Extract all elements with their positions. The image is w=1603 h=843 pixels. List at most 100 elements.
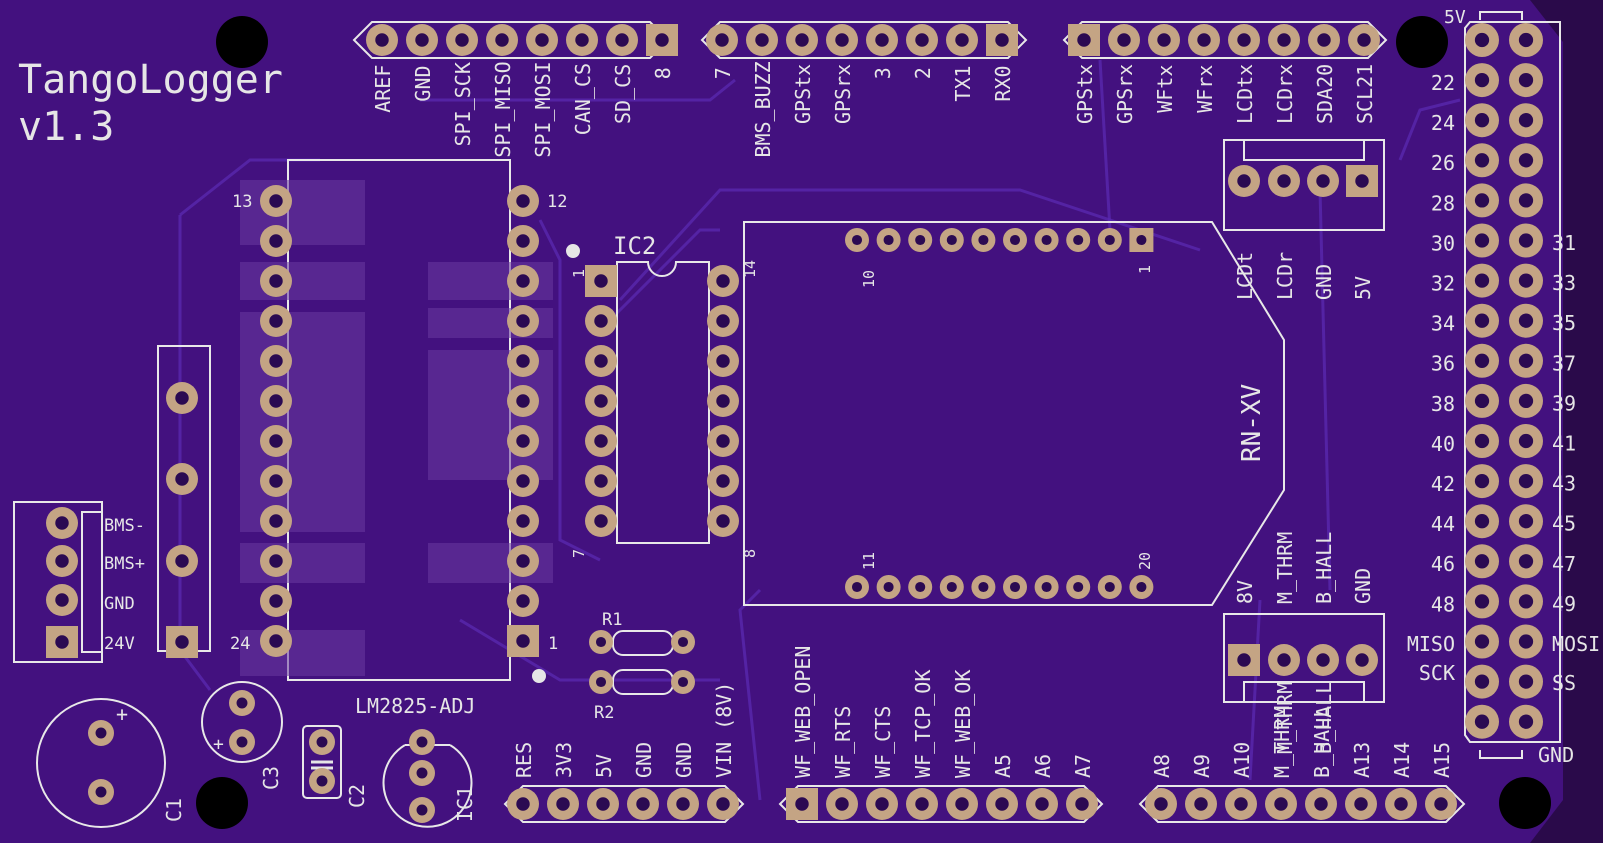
rn-xv-pin — [1034, 228, 1059, 252]
pin1-dot — [532, 669, 546, 683]
rn-xv-pin — [1129, 228, 1154, 252]
power-header-pin — [627, 788, 659, 820]
pad-hole — [1518, 153, 1534, 168]
pad-hole — [516, 434, 530, 448]
ic2-pin — [585, 465, 617, 497]
right-header-pin — [1509, 343, 1543, 378]
rn-xv-pin — [971, 228, 996, 252]
right-header-pin — [1465, 63, 1499, 98]
pad-hole — [416, 804, 428, 816]
pad-hole — [1474, 72, 1490, 88]
pad-hole — [236, 697, 248, 709]
analog-a-label: A7 — [1071, 754, 1095, 778]
pad-hole — [535, 33, 549, 47]
ic1-pin — [409, 797, 435, 823]
ic2-pin — [585, 345, 617, 377]
pad-hole — [416, 736, 428, 748]
header-pin — [1068, 24, 1100, 56]
pin1-dot — [566, 244, 580, 258]
lm2825-pin — [260, 625, 292, 657]
bms-pin — [46, 545, 78, 577]
pad-hole — [883, 234, 894, 246]
right-header-left-label: 34 — [1431, 312, 1455, 336]
right-header-left-label: SCK — [1419, 661, 1455, 685]
c3-name: C3 — [259, 766, 283, 790]
analog-a-pin — [786, 788, 818, 820]
board-version: v1.3 — [18, 104, 114, 150]
lm2825-pin — [260, 345, 292, 377]
analog-b-label: A10 — [1230, 742, 1254, 778]
analog-b-label: A15 — [1430, 742, 1454, 778]
pad-hole — [795, 33, 809, 47]
right-header-pin — [1465, 343, 1499, 378]
power-header-label: 3V3 — [552, 742, 576, 778]
pad-hole — [1474, 473, 1490, 489]
right-header-outline — [1464, 21, 1561, 743]
pad-hole — [1194, 797, 1208, 811]
right-header-pin — [1465, 143, 1499, 178]
pad-hole — [883, 581, 894, 593]
header-pin — [1348, 24, 1380, 56]
right-header-left-label: 46 — [1431, 552, 1455, 576]
pad-hole — [516, 514, 530, 528]
pad-hole — [1474, 714, 1490, 729]
pad-hole — [655, 33, 669, 47]
rn-xv-pin — [845, 228, 869, 252]
analog-a-label: WF_RTS — [831, 706, 855, 778]
analog-b-pin — [1185, 788, 1217, 820]
rn-xv-pin — [1003, 575, 1027, 599]
header-pin — [786, 24, 818, 56]
rn-xv-pin — [876, 228, 901, 252]
pad-hole — [175, 554, 189, 568]
lm2825-pin — [507, 265, 539, 297]
right-header-pin — [1465, 704, 1499, 739]
pad-hole — [636, 797, 650, 811]
top-header-left-outline — [352, 21, 670, 59]
c1-pin — [88, 720, 114, 746]
pad-hole — [946, 234, 957, 246]
analog-b-label: A8 — [1150, 754, 1174, 778]
rn-xv-pin — [1003, 228, 1027, 252]
lm2825-pin — [260, 265, 292, 297]
pad-hole — [1357, 33, 1371, 47]
pad-hole — [1154, 797, 1168, 811]
analog-b-pin — [1345, 788, 1377, 820]
pad-hole — [1518, 393, 1534, 409]
power-header-pin — [667, 788, 699, 820]
header-pin — [366, 24, 398, 56]
pad-hole — [1518, 473, 1534, 489]
inductor-pin — [166, 463, 198, 495]
right-header-left-label: MISO — [1407, 632, 1455, 656]
board-title: TangoLogger — [18, 57, 283, 103]
sensor-pin — [1228, 644, 1260, 676]
header-pin — [706, 24, 738, 56]
analog-a-pin — [946, 788, 978, 820]
ic2-pin — [585, 425, 617, 457]
c3-outline — [201, 681, 283, 763]
header-pin-label: BMS_BUZZ — [751, 61, 775, 157]
pad-hole — [1073, 581, 1084, 593]
pad-hole — [1474, 273, 1490, 288]
lm2825-pin — [260, 505, 292, 537]
pad-hole — [716, 274, 730, 288]
rn-xv-pin10: 10 — [860, 270, 878, 288]
pad-hole — [955, 33, 969, 47]
pad-hole — [716, 394, 730, 408]
top-header-mid-outline — [700, 21, 1028, 59]
power-header-pin — [707, 788, 739, 820]
lcd-pin — [1346, 165, 1378, 197]
pad-hole — [1316, 174, 1330, 188]
c1-name: C1 — [162, 798, 186, 822]
bms-label-plus: BMS+ — [104, 554, 145, 574]
pad-hole — [835, 797, 849, 811]
r1-name: R1 — [602, 610, 622, 630]
pad-hole — [615, 33, 629, 47]
right-header-left-label: 24 — [1431, 111, 1455, 135]
pad-hole — [175, 391, 189, 405]
header-pin — [566, 24, 598, 56]
lm2825-pin — [260, 385, 292, 417]
analog-b-pin — [1385, 788, 1417, 820]
right-header-right-label: 31 — [1552, 231, 1576, 255]
analog-b-label: B_HALL — [1310, 706, 1334, 778]
